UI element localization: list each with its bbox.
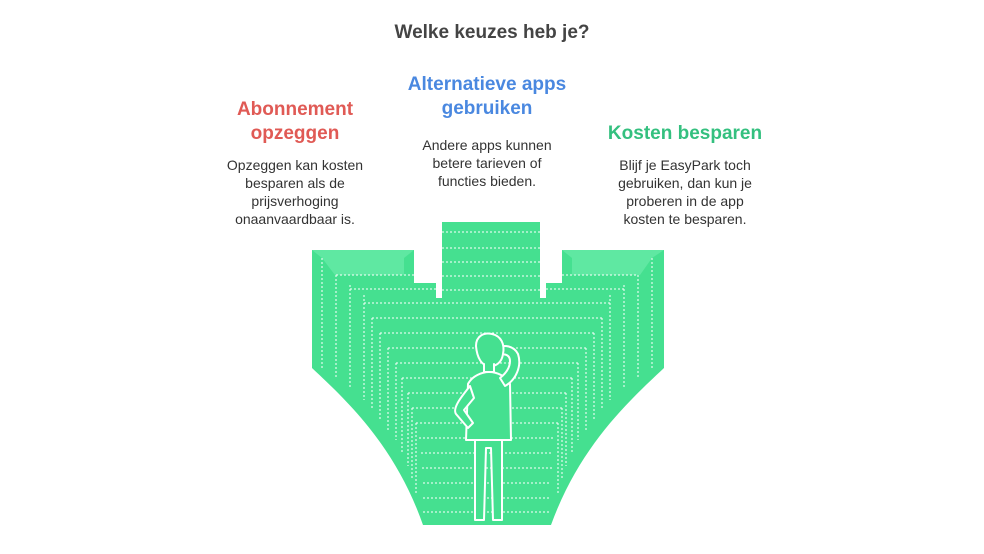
description-line: functies bieden.: [437, 173, 537, 189]
description-line: onaanvaardbaar is.: [235, 211, 355, 227]
heading-line: Kosten besparen: [607, 123, 763, 144]
option-heading-cancel-subscription: Abonnement opzeggen: [215, 98, 375, 146]
left-step-tops: [312, 250, 414, 275]
option-description-cancel-subscription: Opzeggen kan kosten besparen als de prij…: [205, 156, 385, 228]
description-line: betere tarieven of: [432, 155, 542, 171]
description-line: gebruiken, dan kun je: [618, 175, 752, 191]
heading-line: opzeggen: [250, 123, 340, 144]
heading-line: Abonnement: [236, 99, 354, 120]
thinking-person: [454, 332, 521, 521]
diagram-title: Welke keuzes heb je?: [394, 22, 590, 43]
heading-line: gebruiken: [441, 98, 533, 119]
option-description-save-costs: Blijf je EasyPark toch gebruiken, dan ku…: [590, 156, 780, 228]
option-description-alternative-apps: Andere apps kunnen betere tarieven of fu…: [397, 136, 577, 190]
option-heading-save-costs: Kosten besparen: [590, 122, 780, 146]
description-line: proberen in de app: [626, 193, 744, 209]
description-line: Blijf je EasyPark toch: [619, 157, 751, 173]
option-heading-alternative-apps: Alternatieve apps gebruiken: [392, 73, 582, 121]
person-legs: [474, 437, 503, 521]
description-line: kosten te besparen.: [623, 211, 747, 227]
person-left-arm: [454, 385, 475, 429]
description-line: Andere apps kunnen: [422, 137, 552, 153]
description-line: Opzeggen kan kosten: [226, 157, 364, 173]
person-neck: [483, 363, 495, 373]
description-line: besparen als de: [245, 175, 345, 191]
person-head: [475, 332, 505, 368]
heading-line: Alternatieve apps: [407, 74, 567, 95]
right-step-tops: [562, 250, 664, 275]
description-line: prijsverhoging: [251, 193, 339, 209]
step-edges: [321, 231, 653, 513]
